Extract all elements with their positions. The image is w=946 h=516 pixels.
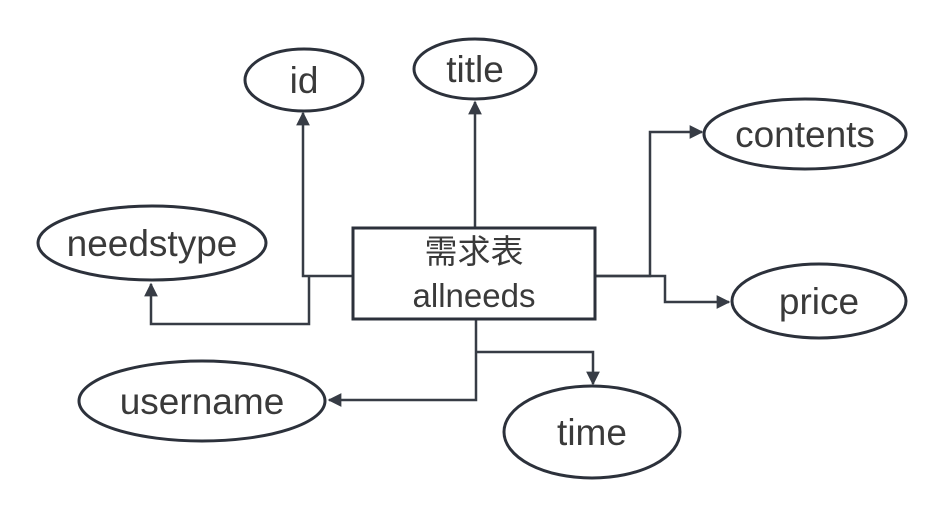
arrow-entity-to-id — [296, 111, 353, 278]
attribute-ellipse-needstype — [36, 204, 268, 282]
attribute-ellipse-id — [243, 47, 365, 113]
arrow-entity-to-contents — [595, 125, 704, 278]
attribute-label-needstype: needstype — [67, 223, 238, 264]
attribute-label-contents: contents — [735, 114, 875, 155]
attribute-label-username: username — [120, 381, 285, 422]
entity-name-en: allneeds — [413, 277, 536, 314]
arrow-entity-to-price — [595, 274, 731, 309]
attribute-ellipse-contents — [702, 97, 908, 171]
entity-allneeds-box — [351, 226, 597, 321]
attribute-ellipse-time — [502, 384, 682, 480]
arrow-entity-to-username — [327, 319, 478, 407]
entity-name-cn: 需求表 — [425, 233, 524, 270]
attribute-label-price: price — [779, 281, 859, 322]
attribute-ellipse-title — [412, 37, 538, 101]
attribute-label-time: time — [557, 412, 627, 453]
attribute-ellipse-username — [77, 359, 327, 443]
arrow-entity-to-needstype — [144, 276, 311, 326]
attribute-ellipse-price — [730, 262, 908, 340]
attribute-label-title: title — [446, 49, 504, 90]
arrow-entity-to-time — [476, 350, 600, 386]
attribute-label-id: id — [290, 60, 319, 101]
